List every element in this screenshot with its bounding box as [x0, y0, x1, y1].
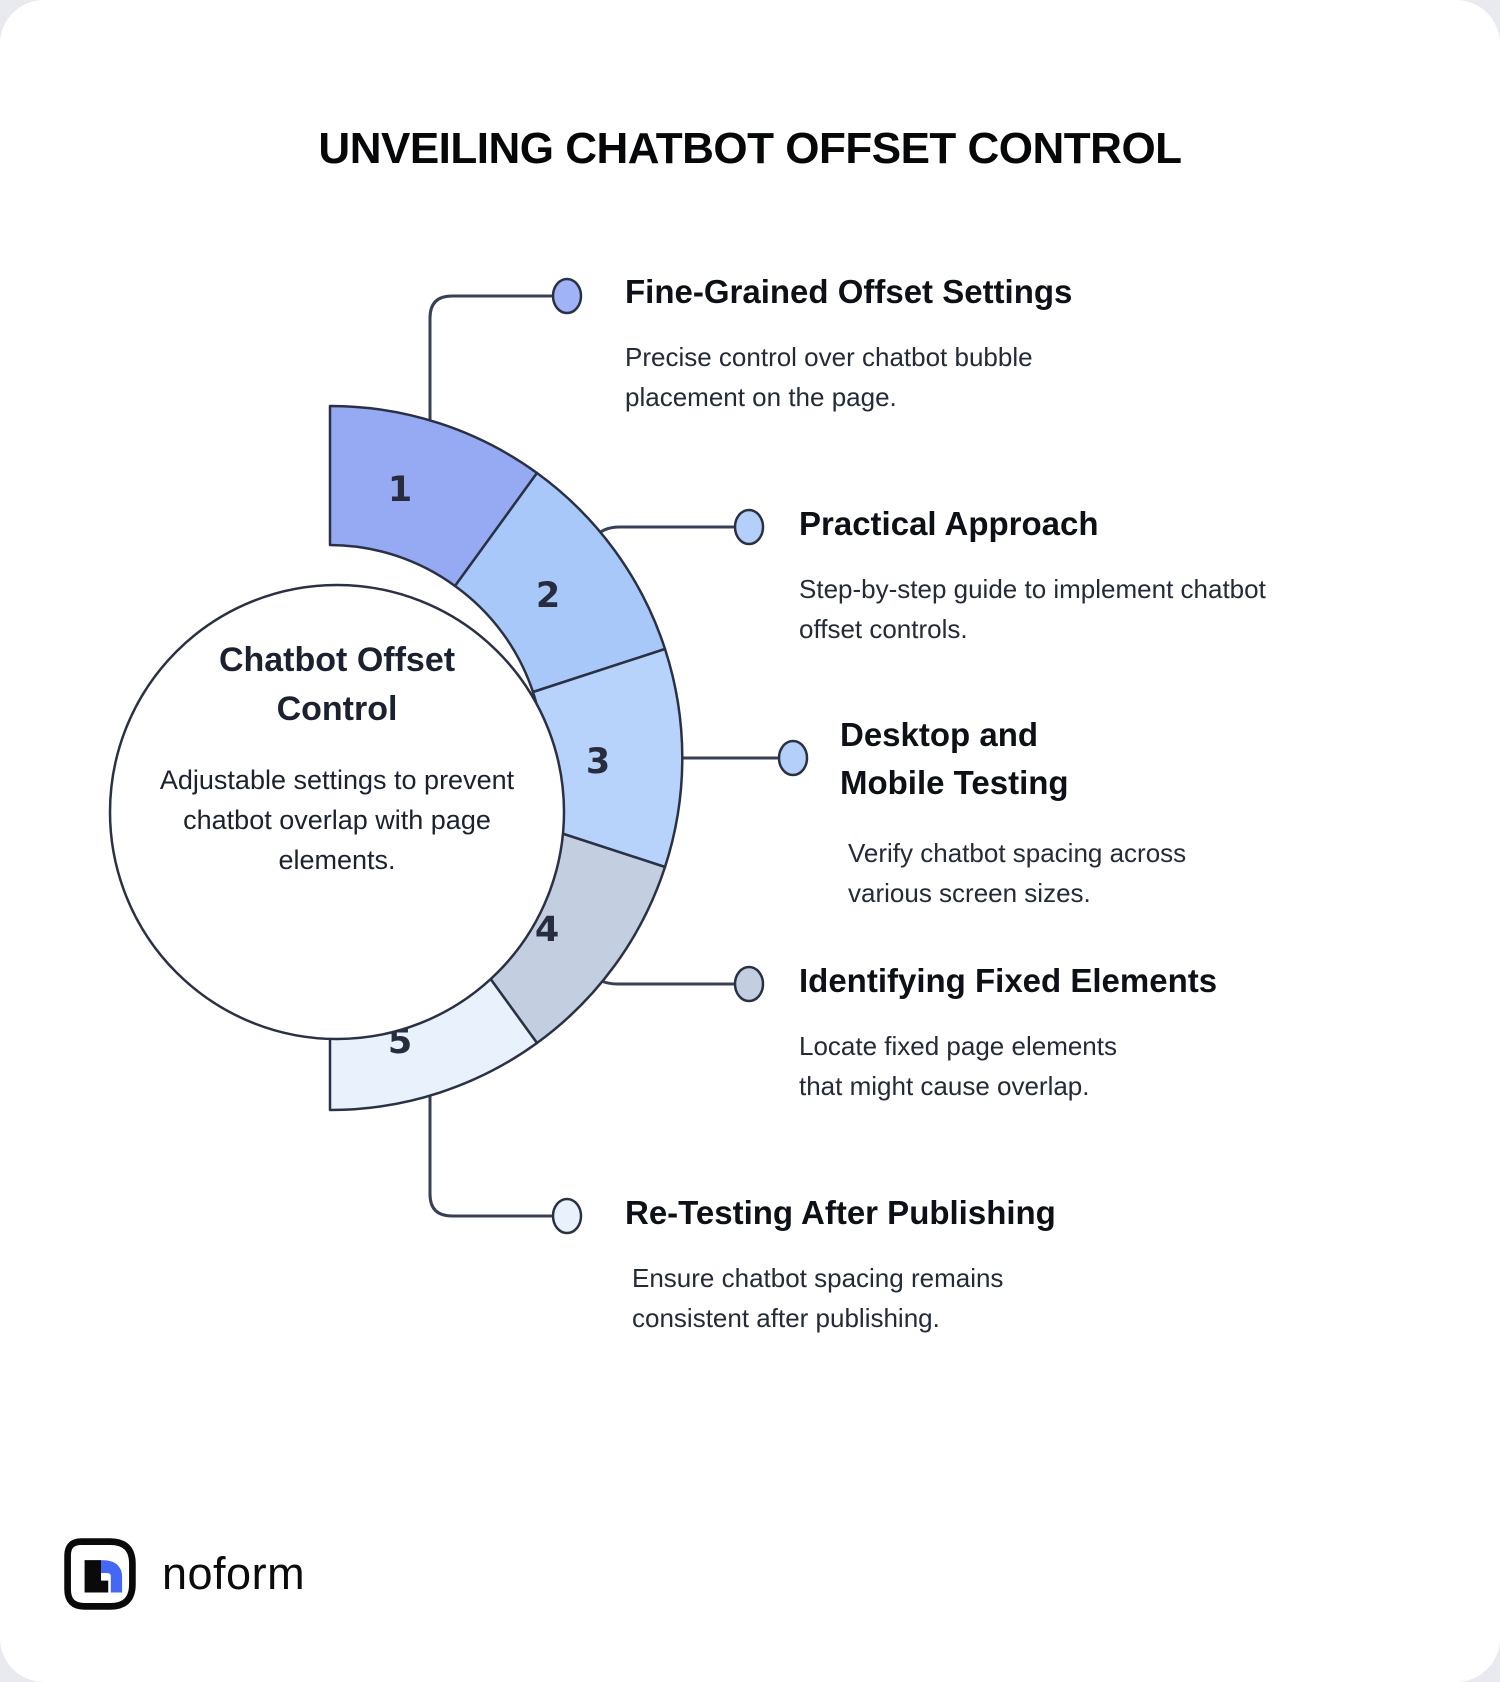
callout-practical-approach: Practical Approach Step-by-step guide to…: [799, 500, 1299, 649]
leader-line-4: [588, 969, 735, 986]
callout-fine-grained-offset-settings: Fine-Grained Offset Settings Precise con…: [625, 268, 1170, 417]
callout-description: Precise control over chatbot bubble plac…: [625, 342, 1033, 412]
center-description: Adjustable settings to prevent chatbot o…: [159, 765, 515, 875]
leader-line-5: [428, 1093, 553, 1218]
callout-bullet-5: [551, 1197, 583, 1235]
callout-description: Locate fixed page elements that might ca…: [799, 1031, 1117, 1101]
callout-re-testing-after-publishing: Re-Testing After Publishing Ensure chatb…: [625, 1189, 1155, 1338]
callout-description: Ensure chatbot spacing remains consisten…: [632, 1263, 1004, 1333]
callout-identifying-fixed-elements: Identifying Fixed Elements Locate fixed …: [799, 957, 1299, 1106]
callout-title: Desktop and Mobile Testing: [840, 716, 1069, 801]
leader-line-1: [428, 294, 553, 423]
wheel-segment-1: [328, 404, 539, 588]
callout-title: Identifying Fixed Elements: [799, 962, 1218, 999]
wheel-segment-2: [453, 471, 667, 694]
segment-number-3: 3: [586, 742, 610, 782]
wheel-center-label: Chatbot Offset Control Adjustable settin…: [137, 636, 537, 880]
callout-bullet-4: [733, 965, 765, 1003]
callout-bullet-2: [733, 508, 765, 546]
leader-line-2: [593, 525, 735, 540]
callout-bullet-1: [551, 277, 583, 315]
brand-name: noform: [162, 1548, 306, 1599]
noform-logo-icon: [64, 1538, 136, 1610]
callout-description: Step-by-step guide to implement chatbot …: [799, 574, 1266, 644]
callout-title: Practical Approach: [799, 505, 1099, 542]
segment-numbers: 1 2 3 4 5: [388, 470, 610, 1062]
center-title: Chatbot Offset Control: [218, 641, 456, 728]
logo-blue-mark: [101, 1560, 123, 1593]
callout-desktop-and-mobile-testing: Desktop and Mobile Testing Verify chatbo…: [840, 711, 1270, 913]
callout-bullets: [551, 277, 809, 1235]
wheel-center-circle: [108, 583, 566, 1041]
segment-number-1: 1: [388, 470, 412, 510]
callout-title: Re-Testing After Publishing: [625, 1194, 1056, 1231]
page-title: UNVEILING CHATBOT OFFSET CONTROL: [318, 124, 1182, 173]
logo-black-mark: [84, 1560, 109, 1593]
brand-footer: noform: [64, 1538, 305, 1610]
callout-bullet-3: [777, 739, 809, 777]
callout-description: Verify chatbot spacing across various sc…: [848, 838, 1187, 908]
segment-number-2: 2: [536, 576, 560, 616]
callout-title: Fine-Grained Offset Settings: [625, 273, 1073, 310]
